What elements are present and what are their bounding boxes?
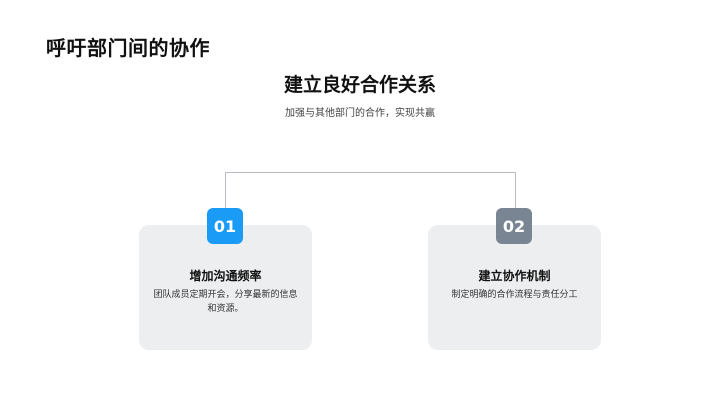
card-communication: 增加沟通频率 团队成员定期开会，分享最新的信息和资源。 — [139, 225, 312, 350]
connector-line — [225, 172, 516, 209]
step-badge-01: 01 — [207, 208, 243, 244]
card-title: 增加沟通频率 — [189, 269, 262, 283]
card-title: 建立协作机制 — [478, 269, 551, 283]
section-title: 建立良好合作关系 — [283, 74, 436, 96]
step-badge-02: 02 — [496, 208, 532, 244]
page-title: 呼吁部门间的协作 — [46, 36, 210, 60]
card-description: 团队成员定期开会，分享最新的信息和资源。 — [153, 290, 298, 314]
card-description: 制定明确的合作流程与责任分工 — [451, 290, 578, 300]
card-collaboration: 建立协作机制 制定明确的合作流程与责任分工 — [428, 225, 601, 350]
section-subtitle: 加强与其他部门的合作，实现共赢 — [285, 108, 435, 119]
